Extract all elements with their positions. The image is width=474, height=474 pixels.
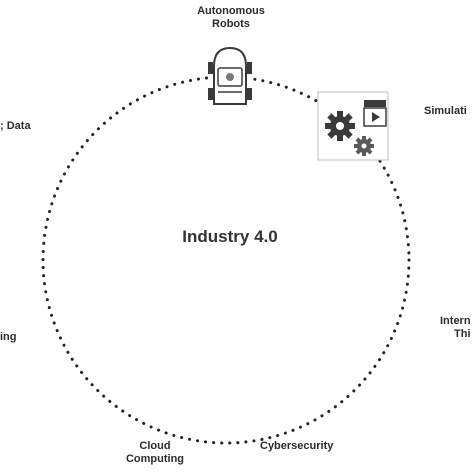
label-autonomous-robots-line1: Autonomous [197,5,265,17]
label-internet-of-things: Intern Thi [440,315,471,341]
label-autonomous-robots-line2: Robots [212,18,250,30]
label-cloud-computing-line1: Cloud [139,440,171,452]
gears-clapperboard-icon [317,91,389,161]
label-simulation: Simulati [424,105,467,117]
label-cloud-computing-line2: Computing [125,453,185,465]
label-cybersecurity: Cybersecurity [260,440,334,452]
robot-car-icon [208,46,252,106]
label-cloud-computing: Cloud Computing [110,440,200,466]
dotted-ring [41,75,411,445]
label-internet-of-things-line2: Thi [454,328,471,340]
label-big-data: ; Data [0,120,31,132]
label-internet-of-things-line1: Intern [440,315,471,327]
label-additive-manufacturing: ing [0,331,17,343]
center-title: Industry 4.0 [182,227,278,246]
label-autonomous-robots: Autonomous Robots [186,5,276,31]
